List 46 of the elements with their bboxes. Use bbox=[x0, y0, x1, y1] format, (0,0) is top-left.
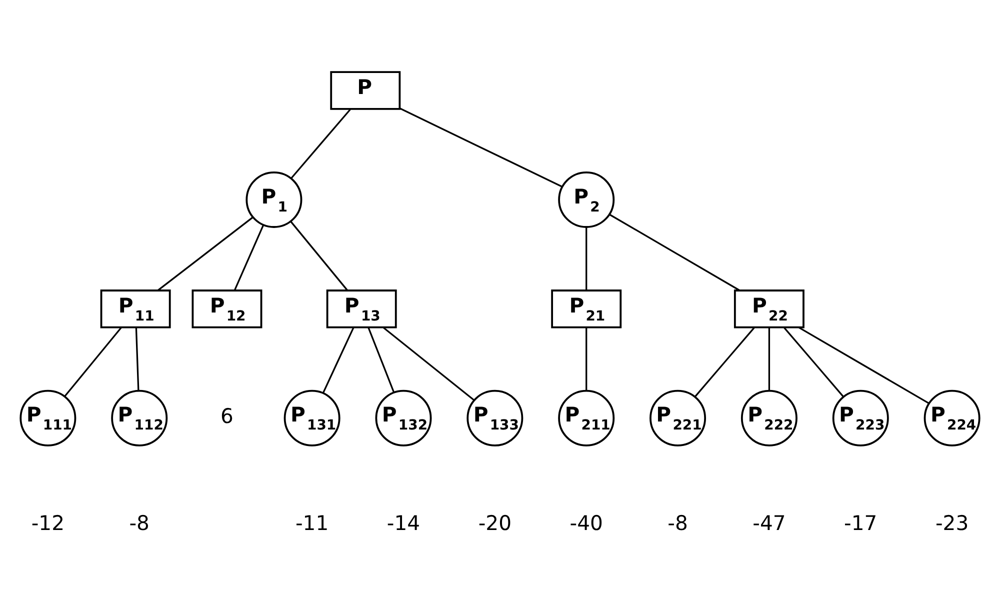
connector bbox=[368, 327, 395, 393]
node-circle: P$_{132}$ bbox=[375, 390, 432, 446]
connector bbox=[322, 327, 354, 394]
node-box: P bbox=[330, 71, 401, 110]
connector bbox=[64, 327, 122, 397]
node-label: 6 bbox=[220, 404, 234, 428]
node-label: -14 bbox=[386, 511, 420, 536]
connector bbox=[694, 327, 755, 398]
node-box: P$_{13}$ bbox=[326, 290, 397, 328]
connector bbox=[609, 214, 740, 292]
connector bbox=[400, 108, 562, 188]
node-circle: P$_{2}$ bbox=[558, 171, 615, 228]
node-label: -8 bbox=[668, 511, 688, 536]
node-label: -12 bbox=[31, 511, 65, 536]
connector bbox=[784, 327, 844, 398]
connector bbox=[586, 328, 588, 390]
node-circle: P$_{221}$ bbox=[650, 390, 706, 446]
connector bbox=[234, 224, 264, 290]
node-label: -20 bbox=[478, 511, 512, 536]
node-label: -11 bbox=[295, 511, 329, 536]
connector bbox=[135, 328, 140, 391]
node-box: P$_{22}$ bbox=[734, 290, 804, 328]
connector bbox=[158, 216, 254, 291]
node-circle: P$_{133}$ bbox=[466, 390, 524, 446]
node-circle: P$_{1}$ bbox=[246, 171, 302, 228]
node-circle: P$_{223}$ bbox=[832, 390, 889, 446]
connector bbox=[383, 327, 475, 401]
connector bbox=[290, 108, 351, 179]
node-circle: P$_{211}$ bbox=[558, 390, 615, 446]
connector bbox=[586, 227, 588, 290]
node-circle: P$_{224}$ bbox=[924, 390, 980, 446]
node-circle: P$_{111}$ bbox=[20, 390, 76, 446]
node-box: P$_{21}$ bbox=[551, 290, 622, 328]
node-box: P$_{12}$ bbox=[192, 290, 262, 328]
node-label: -17 bbox=[844, 511, 878, 536]
node-label: -8 bbox=[129, 511, 150, 536]
connector bbox=[798, 326, 930, 404]
connector bbox=[768, 328, 770, 390]
node-label: -40 bbox=[570, 511, 603, 536]
node-circle: P$_{222}$ bbox=[740, 390, 798, 446]
node-box: P$_{11}$ bbox=[100, 290, 171, 328]
node-label: -23 bbox=[935, 511, 969, 536]
node-circle: P$_{131}$ bbox=[284, 390, 340, 446]
node-circle: P$_{112}$ bbox=[111, 390, 168, 446]
connector bbox=[290, 221, 348, 291]
node-label: -47 bbox=[752, 511, 786, 536]
